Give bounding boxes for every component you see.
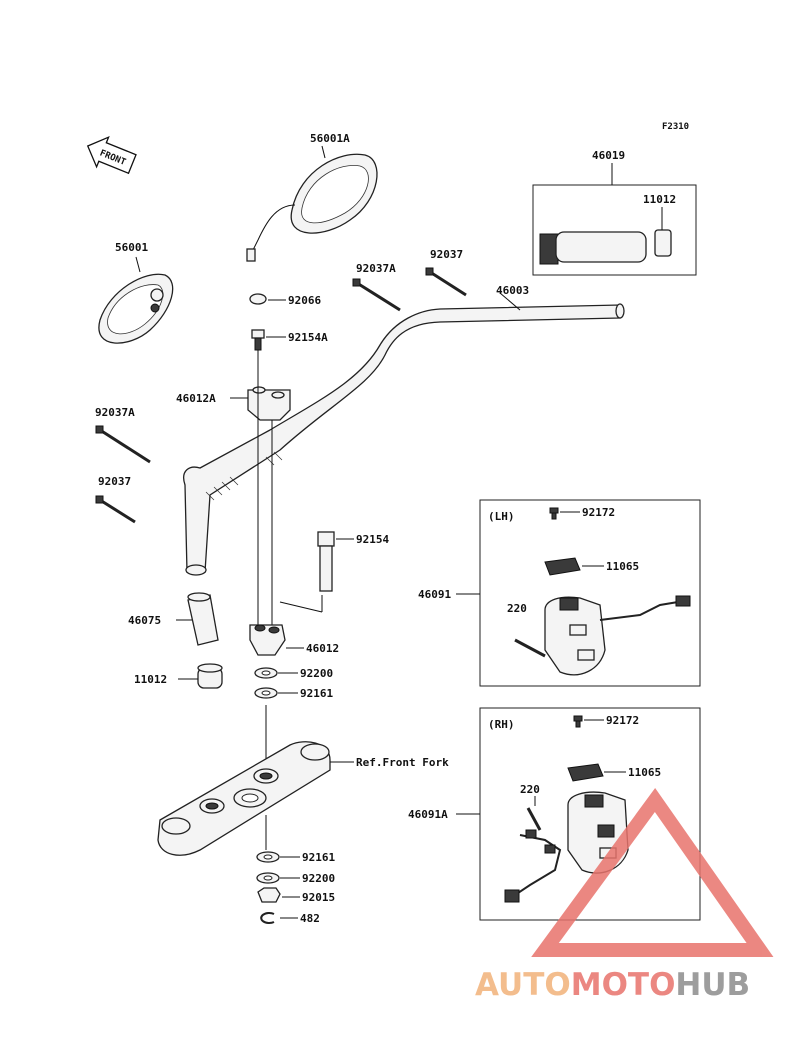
leader-mirror-left — [135, 256, 141, 273]
front-arrow-icon: FRONT — [86, 135, 137, 175]
triple-clamp-part — [157, 741, 331, 856]
bolt-rh-part — [526, 807, 542, 831]
label-bolt-92154: 92154 — [356, 533, 389, 546]
label-switch-rh-box: (RH) — [488, 718, 515, 731]
leader-handlebar — [499, 292, 521, 311]
nut-92015-part — [257, 887, 281, 903]
watermark-part1: AUTO — [475, 967, 571, 1003]
cover-rh-part — [567, 763, 604, 782]
label-screw-rh: 92172 — [606, 714, 639, 727]
switch-rh-part — [504, 791, 629, 903]
switch-lh-box — [479, 499, 701, 687]
label-washer-92161-b: 92161 — [302, 851, 335, 864]
label-holder-upper: 46012A — [176, 392, 216, 405]
figure-code: F2310 — [662, 122, 689, 132]
label-holder-lower: 46012 — [306, 642, 339, 655]
holder-lower-part — [249, 624, 286, 656]
label-washer-92200-a: 92200 — [300, 667, 333, 680]
mirror-right-part — [246, 153, 378, 262]
label-ref-front-fork: Ref.Front Fork — [356, 756, 449, 769]
label-mirror-right: 56001A — [310, 132, 350, 145]
bolt-lh-part — [514, 638, 546, 658]
label-bolt-92037-top: 92037 — [430, 248, 463, 261]
watermark-logo: AUTOMOTOHUB — [475, 787, 774, 1003]
label-screw-lh: 92172 — [582, 506, 615, 519]
mirror-left-part — [98, 273, 174, 344]
bolt-92154-part — [317, 531, 335, 592]
label-switch-lh-box: (LH) — [488, 510, 515, 523]
screw-rh-part — [573, 715, 583, 728]
watermark-part3: HUB — [675, 967, 750, 1003]
clip-482-part — [260, 912, 275, 924]
grip-left-part — [187, 592, 219, 646]
switch-lh-part — [544, 595, 691, 676]
label-washer-92161-a: 92161 — [300, 687, 333, 700]
handlebar-part — [183, 303, 625, 576]
label-end-cap-top: 11012 — [643, 193, 676, 206]
label-bolt-lh: 220 — [507, 602, 527, 615]
bolt-92037-left-part — [95, 495, 136, 524]
bolt-92037a-left-part — [95, 425, 151, 464]
label-bolt-92154a: 92154A — [288, 331, 328, 344]
assembly-line-bolt — [279, 601, 323, 613]
label-end-cap-left: 11012 — [134, 673, 167, 686]
label-bolt-92037a-left: 92037A — [95, 406, 135, 419]
label-bolt-92037a-top: 92037A — [356, 262, 396, 275]
end-cap-left-part — [197, 663, 223, 689]
label-mirror-left: 56001 — [115, 241, 148, 254]
label-grip-assy: 46019 — [592, 149, 625, 162]
label-handlebar: 46003 — [496, 284, 529, 297]
cover-lh-part — [544, 557, 581, 576]
label-bolt-rh: 220 — [520, 783, 540, 796]
label-grip-left: 46075 — [128, 614, 161, 627]
label-washer-92200-b: 92200 — [302, 872, 335, 885]
bolt-92037-top-part — [425, 267, 467, 297]
label-clip-482: 482 — [300, 912, 320, 925]
label-switch-rh: 46091A — [408, 808, 448, 821]
label-nut-92015: 92015 — [302, 891, 335, 904]
bolt-92154a-part — [251, 329, 265, 351]
label-switch-lh: 46091 — [418, 588, 451, 601]
grip-assy-box — [532, 184, 697, 276]
label-cover-rh: 11065 — [628, 766, 661, 779]
label-bolt-92037-left: 92037 — [98, 475, 131, 488]
label-cover-lh: 11065 — [606, 560, 639, 573]
label-cap-92066: 92066 — [288, 294, 321, 307]
leader-mirror-right — [321, 145, 326, 159]
cap-92066-part — [249, 293, 267, 305]
watermark-part2: MOTO — [571, 967, 676, 1003]
screw-lh-part — [549, 507, 559, 520]
watermark-triangle-icon — [531, 787, 774, 957]
throttle-grip-part — [539, 229, 672, 265]
bolt-92037a-top-part — [352, 278, 401, 312]
holder-upper-part — [247, 386, 291, 421]
watermark-text: AUTOMOTOHUB — [475, 967, 750, 1003]
